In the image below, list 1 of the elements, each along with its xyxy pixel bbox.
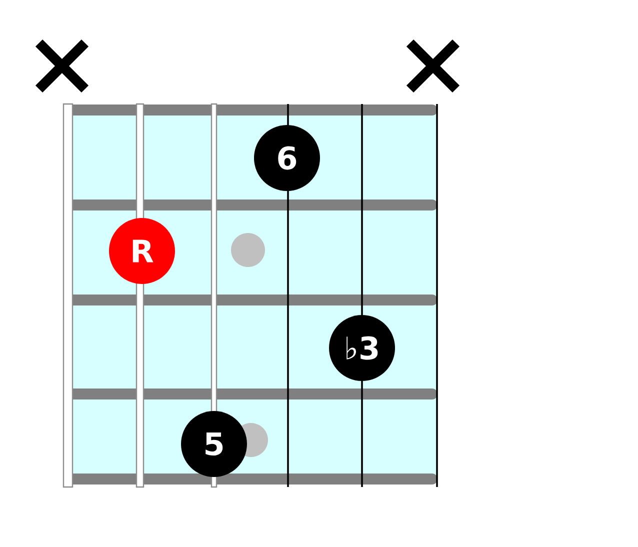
- inlay-dot: [231, 233, 265, 267]
